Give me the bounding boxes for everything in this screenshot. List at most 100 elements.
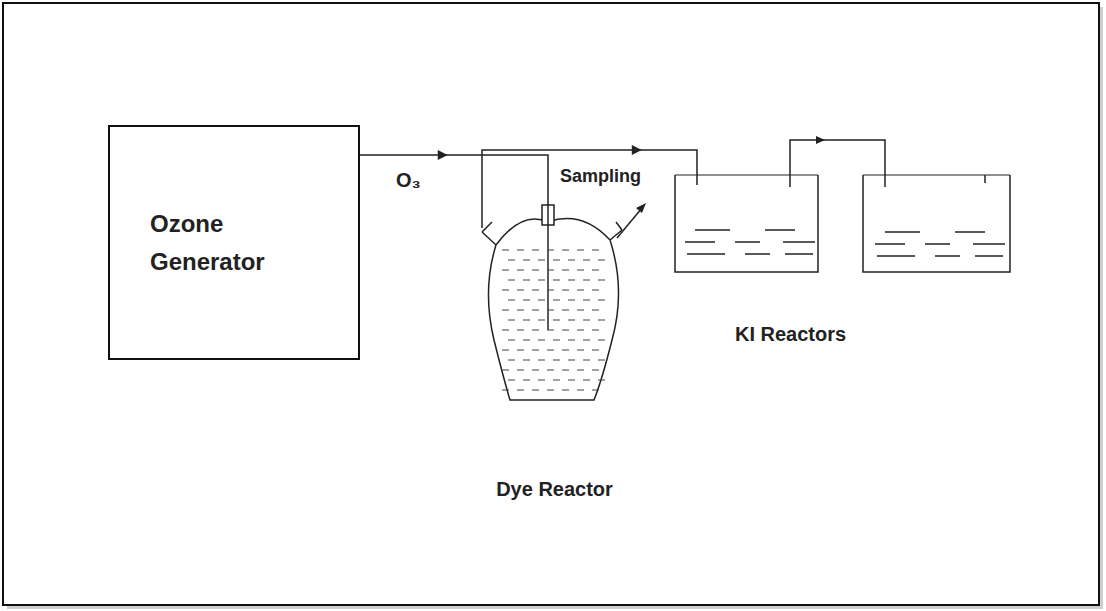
liquid-line: [935, 255, 960, 257]
ozone-generator-box: Ozone Generator: [108, 125, 360, 360]
liquid-line: [925, 243, 950, 245]
liquid-dash: [508, 320, 515, 321]
liquid-dash: [523, 380, 530, 381]
liquid-dash: [577, 290, 584, 291]
liquid-line: [783, 241, 815, 243]
pipe-line: [360, 155, 548, 205]
liquid-dash: [592, 390, 599, 391]
sampling-arrowhead: [636, 203, 646, 213]
liquid-line: [735, 241, 760, 243]
liquid-dash: [523, 280, 530, 281]
liquid-dash: [502, 330, 509, 331]
liquid-dash: [517, 370, 524, 371]
pipe-arrowhead: [816, 136, 825, 144]
liquid-line: [785, 253, 813, 255]
liquid-dash: [532, 390, 539, 391]
liquid-dash: [547, 330, 554, 331]
liquid-dash: [538, 320, 545, 321]
liquid-dash: [592, 370, 599, 371]
liquid-dash: [583, 340, 590, 341]
liquid-line: [875, 243, 905, 245]
liquid-dash: [568, 280, 575, 281]
liquid-line: [687, 253, 725, 255]
liquid-dash: [532, 250, 539, 251]
liquid-dash: [577, 350, 584, 351]
liquid-dash: [517, 310, 524, 311]
tank-rim: [675, 175, 818, 176]
liquid-dash: [577, 370, 584, 371]
sampling-arrow: [617, 208, 642, 238]
frame: [3, 3, 1099, 605]
liquid-line: [877, 255, 915, 257]
liquid-dash: [523, 260, 530, 261]
liquid-dash: [562, 330, 569, 331]
liquid-line: [765, 229, 795, 231]
liquid-line: [695, 229, 730, 231]
liquid-dash: [517, 270, 524, 271]
liquid-dash: [532, 350, 539, 351]
arrowhead: [632, 145, 642, 155]
liquid-dash: [538, 380, 545, 381]
liquid-dash: [547, 370, 554, 371]
liquid-dash: [553, 360, 560, 361]
liquid-dash: [538, 280, 545, 281]
liquid-dash: [598, 280, 605, 281]
liquid-dash: [502, 290, 509, 291]
liquid-dash: [502, 270, 509, 271]
liquid-dash: [577, 330, 584, 331]
liquid-dash: [547, 310, 554, 311]
liquid-dash: [547, 350, 554, 351]
edge-label: O₃: [396, 169, 421, 192]
liquid-dash: [508, 280, 515, 281]
liquid-dash: [508, 340, 515, 341]
liquid-dash: [553, 260, 560, 261]
liquid-dash: [568, 380, 575, 381]
liquid-line: [685, 241, 715, 243]
liquid-dash: [592, 330, 599, 331]
liquid-dash: [517, 290, 524, 291]
dye-reactor: Dye Reactor: [482, 200, 627, 510]
liquid-dash: [583, 280, 590, 281]
liquid-dash: [523, 360, 530, 361]
liquid-dash: [562, 270, 569, 271]
liquid-dash: [547, 250, 554, 251]
liquid-dash: [598, 300, 605, 301]
liquid-dash: [562, 370, 569, 371]
flask: [482, 200, 627, 415]
liquid-dash: [553, 320, 560, 321]
liquid-dash: [538, 340, 545, 341]
liquid-dash: [508, 260, 515, 261]
liquid-dash: [577, 270, 584, 271]
liquid-dash: [562, 310, 569, 311]
liquid-dash: [553, 380, 560, 381]
liquid-dash: [568, 300, 575, 301]
liquid-dash: [532, 310, 539, 311]
liquid-dash: [592, 250, 599, 251]
liquid-dash: [532, 290, 539, 291]
liquid-dash: [553, 280, 560, 281]
liquid-dash: [598, 260, 605, 261]
pipe-connector: [360, 150, 548, 205]
liquid-dash: [592, 310, 599, 311]
liquid-dash: [538, 260, 545, 261]
dip-tube: [547, 205, 549, 330]
liquid-dash: [547, 270, 554, 271]
vent: [984, 175, 986, 183]
liquid-dash: [547, 390, 554, 391]
liquid-dash: [538, 300, 545, 301]
liquid-line: [975, 255, 1003, 257]
liquid-dash: [598, 380, 605, 381]
annotation-label: Sampling: [560, 166, 641, 187]
liquid-dash: [562, 350, 569, 351]
liquid-dash: [508, 360, 515, 361]
liquid-dash: [502, 370, 509, 371]
liquid-dash: [517, 250, 524, 251]
ki-tank: [675, 175, 818, 272]
liquid-dash: [592, 290, 599, 291]
liquid-dash: [598, 340, 605, 341]
ki-tanks: [675, 175, 1015, 275]
liquid-dash: [508, 300, 515, 301]
ki-tank: [863, 175, 1010, 272]
liquid-dash: [553, 340, 560, 341]
liquid-dash: [568, 260, 575, 261]
